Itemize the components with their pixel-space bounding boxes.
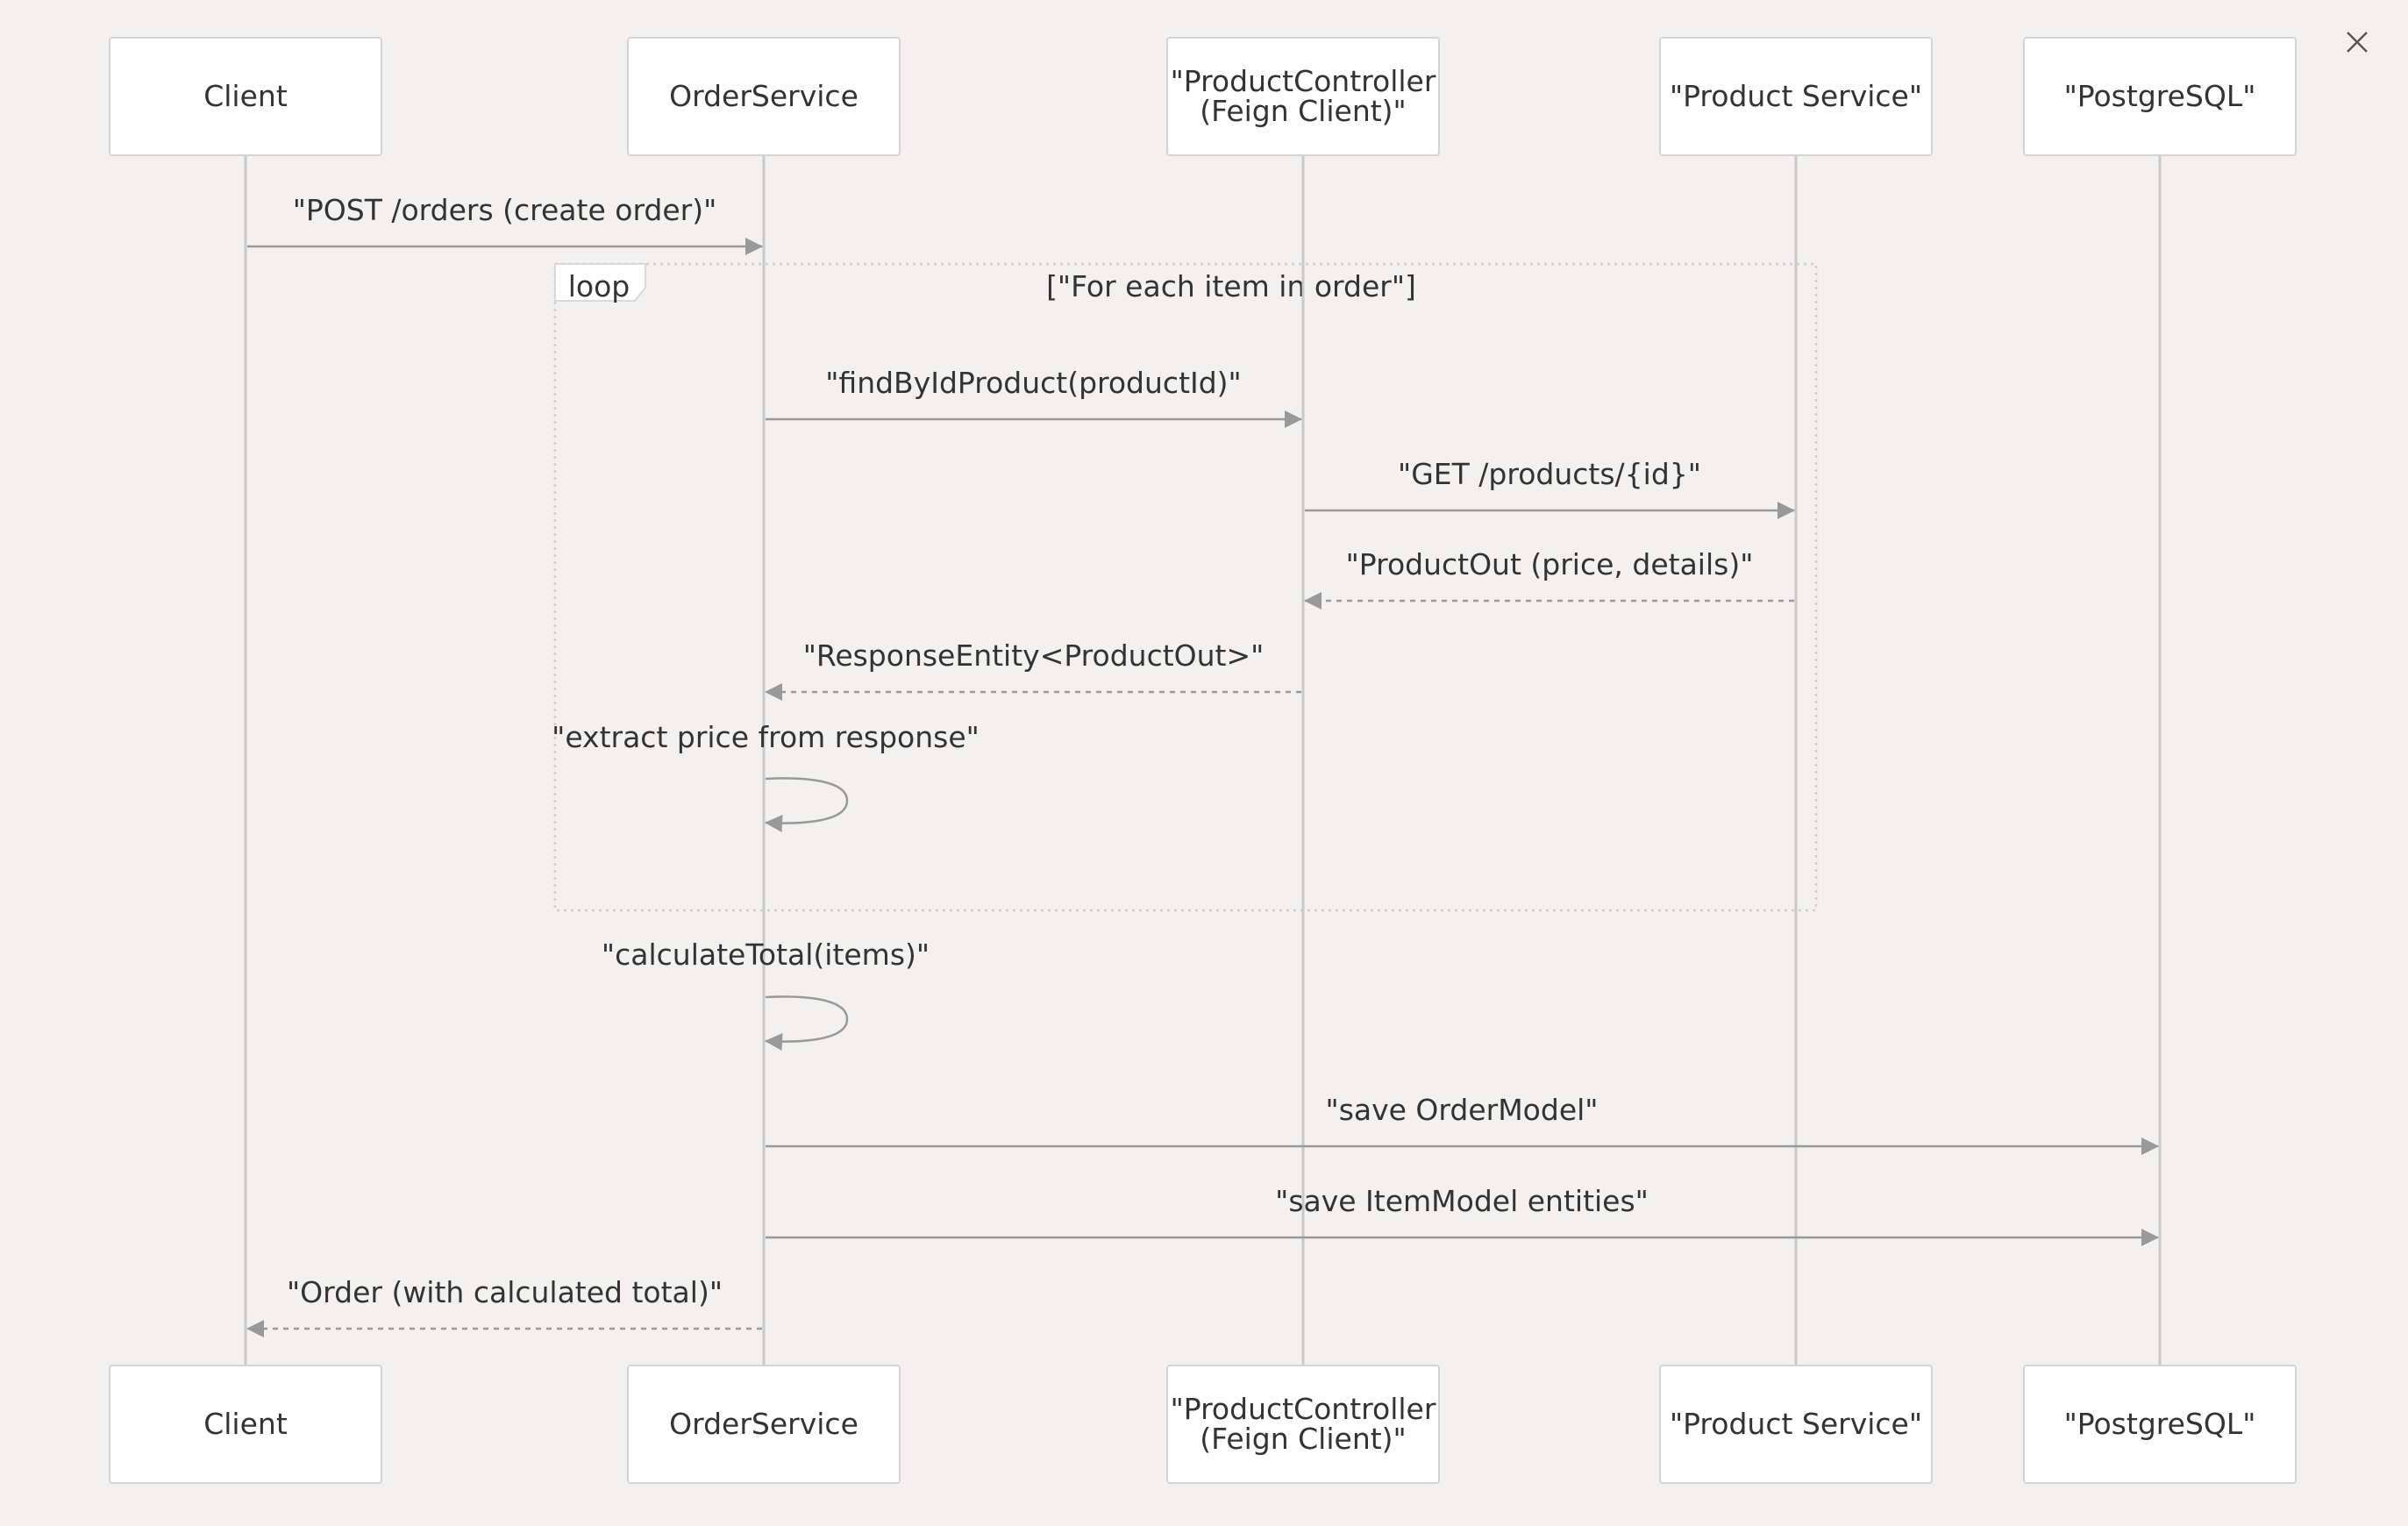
message-label: "Order (with calculated total)": [287, 1275, 723, 1309]
participant-box: [1659, 1365, 1933, 1484]
message-label: "extract price from response": [552, 720, 980, 754]
participant-label: OrderService: [669, 79, 858, 113]
loop-fragment: loop ["For each item in order"]: [553, 262, 1818, 912]
message-1: "POST /orders (create order)": [247, 193, 763, 255]
participant-box: [627, 1365, 901, 1484]
participant-postgresql-bottom: "PostgreSQL": [2023, 1365, 2297, 1484]
message-label: "save ItemModel entities": [1275, 1184, 1649, 1218]
participant-box: [1166, 37, 1440, 156]
message-10: "Order (with calculated total)": [246, 1275, 762, 1337]
participant-label: Client: [203, 79, 288, 113]
message-label: "ResponseEntity<ProductOut>": [803, 638, 1265, 673]
participant-box: [1659, 37, 1933, 156]
message-2: "findByIdProduct(productId)": [766, 366, 1302, 428]
message-label: "save OrderModel": [1326, 1093, 1599, 1127]
participant-client-top: Client: [109, 37, 382, 156]
message-7: "calculateTotal(items)": [602, 938, 930, 1051]
close-icon[interactable]: [2340, 23, 2375, 58]
participant-box: [2023, 1365, 2297, 1484]
message-3: "GET /products/{id}": [1305, 457, 1795, 519]
participant-label: "PostgreSQL": [2064, 79, 2256, 113]
message-label: "calculateTotal(items)": [602, 938, 930, 972]
message-label: "POST /orders (create order)": [293, 193, 717, 227]
loop-frame: [553, 262, 1818, 912]
participant-box: [2023, 37, 2297, 156]
participant-box: [1166, 1365, 1440, 1484]
participant-orderservice-bottom: OrderService: [627, 1365, 901, 1484]
message-arrow: [765, 995, 849, 1051]
participant-productcontroller-top: "ProductController(Feign Client)": [1166, 37, 1440, 156]
participant-label: "ProductController: [1171, 64, 1436, 98]
participant-productcontroller-bottom: "ProductController(Feign Client)": [1166, 1365, 1440, 1484]
participant-box: [109, 37, 382, 156]
participant-label: "Product Service": [1670, 1407, 1922, 1441]
actor-row-top: Client OrderService "ProductController(Fei…: [109, 37, 2297, 156]
participant-box: [109, 1365, 382, 1484]
participant-label: "ProductController: [1171, 1392, 1436, 1426]
message-8: "save OrderModel": [766, 1093, 2159, 1155]
message-4: "ProductOut (price, details)": [1304, 547, 1794, 610]
participant-label: OrderService: [669, 1407, 858, 1441]
messages: "POST /orders (create order)" "findByIdPr…: [246, 193, 2159, 1337]
participant-label: Client: [203, 1407, 288, 1441]
message-6: "extract price from response": [552, 720, 980, 832]
participant-label: "Product Service": [1670, 79, 1922, 113]
participant-box: [627, 37, 901, 156]
message-5: "ResponseEntity<ProductOut>": [765, 638, 1301, 701]
participant-productservice-bottom: "Product Service": [1659, 1365, 1933, 1484]
message-label: "ProductOut (price, details)": [1346, 547, 1754, 581]
actor-row-bottom: Client OrderService "ProductController(Fei…: [109, 1365, 2297, 1484]
message-9: "save ItemModel entities": [766, 1184, 2159, 1246]
participant-label: "PostgreSQL": [2064, 1407, 2256, 1441]
participant-orderservice-top: OrderService: [627, 37, 901, 156]
loop-tab: [554, 263, 646, 302]
participant-client-bottom: Client: [109, 1365, 382, 1484]
participant-label: (Feign Client)": [1200, 94, 1406, 128]
message-label: "GET /products/{id}": [1398, 457, 1701, 491]
participant-label: (Feign Client)": [1200, 1422, 1406, 1456]
loop-condition: ["For each item in order"]: [1046, 269, 1416, 303]
message-arrow: [765, 777, 849, 832]
loop-keyword: loop: [568, 269, 630, 303]
participant-productservice-top: "Product Service": [1659, 37, 1933, 156]
participant-postgresql-top: "PostgreSQL": [2023, 37, 2297, 156]
lifelines: [244, 155, 2162, 1366]
message-label: "findByIdProduct(productId)": [825, 366, 1242, 400]
